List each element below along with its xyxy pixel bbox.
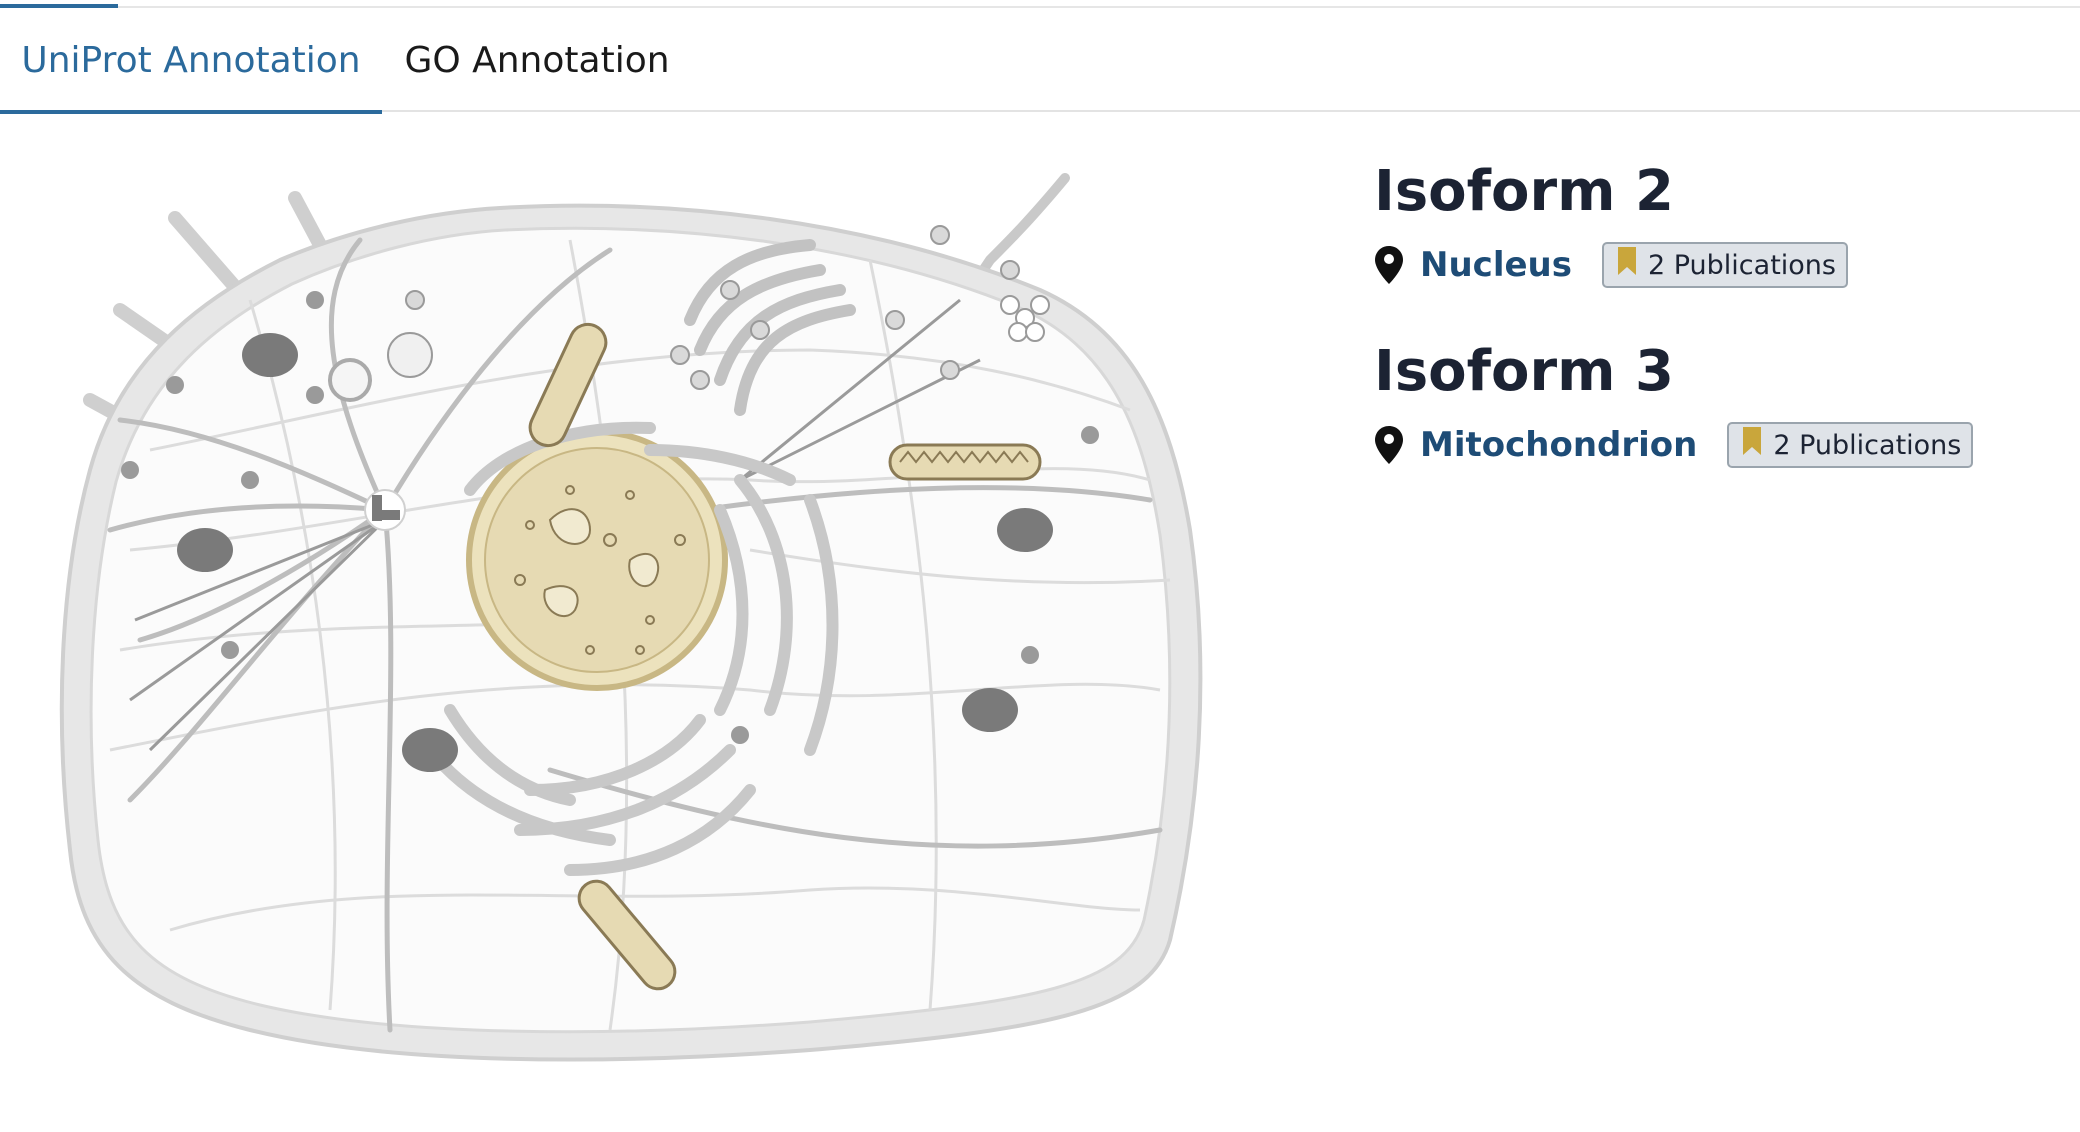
cytoskeleton (109, 239, 1171, 1031)
location-row: Mitochondrion 2 Publications (1374, 420, 1974, 470)
isoform-title: Isoform 3 (1374, 339, 1674, 404)
peroxisome-cluster (1000, 295, 1050, 342)
top-rule-accent (0, 4, 118, 8)
isoform-item: Isoform 3 Mitochondrion 2 Publications (1374, 340, 2054, 480)
nucleus (466, 429, 728, 691)
light-vesicles (405, 225, 1020, 390)
map-pin-icon (1375, 426, 1403, 464)
location-link[interactable]: Nucleus (1420, 245, 1572, 285)
mitochondria-cristae (899, 450, 1029, 464)
vacuoles (177, 333, 1053, 772)
small-vesicles (121, 291, 1099, 744)
golgi-apparatus (684, 239, 856, 416)
isoform-title: Isoform 2 (1374, 159, 1674, 224)
cell-diagram (59, 173, 1203, 1062)
publications-count: 2 Publications (1773, 429, 1962, 461)
publications-badge[interactable]: 2 Publications (1727, 422, 1974, 468)
location-link[interactable]: Mitochondrion (1420, 425, 1698, 465)
bookmark-icon (1743, 427, 1762, 455)
publications-count: 2 Publications (1647, 249, 1836, 281)
tab-go-annotation[interactable]: GO Annotation (404, 39, 670, 81)
publications-badge[interactable]: 2 Publications (1601, 242, 1848, 288)
map-pin-icon (1375, 246, 1403, 284)
top-rule (0, 6, 2080, 8)
microtubules (107, 237, 1163, 1033)
isoform-item: Isoform 2 Nucleus 2 Publications (1374, 160, 2054, 300)
centrosome (364, 489, 406, 531)
microtubule-spokes (129, 298, 981, 752)
bookmark-icon (1617, 247, 1636, 275)
tab-uniprot-annotation[interactable]: UniProt Annotation (0, 8, 382, 114)
endosome (328, 332, 433, 402)
tab-bar: UniProt Annotation GO Annotation (0, 8, 2080, 114)
location-row: Nucleus 2 Publications (1374, 240, 1848, 290)
